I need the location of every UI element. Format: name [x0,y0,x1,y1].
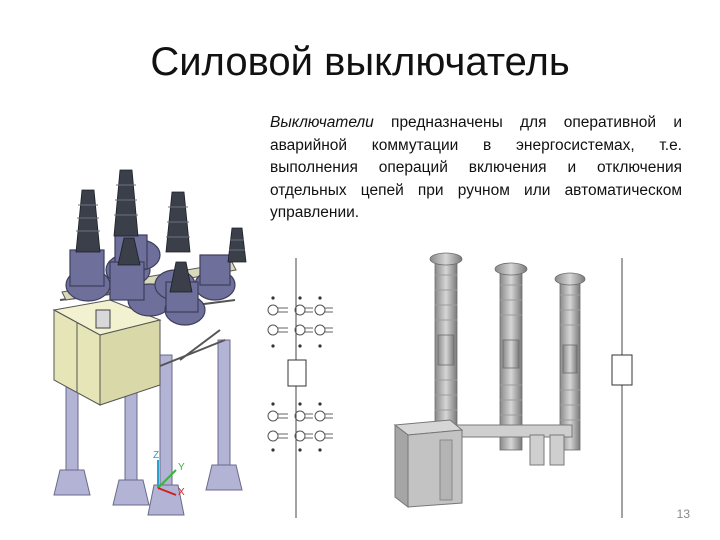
axes-gizmo: Z Y X [153,450,185,498]
photo-base-frame [451,424,573,466]
page-number: 13 [676,507,690,521]
photo-cabinet [393,419,464,509]
control-cabinet [52,299,162,406]
description-emphasis: Выключатели [270,114,374,131]
axis-x-label: X [178,487,185,498]
slide-title: Силовой выключатель [150,40,570,84]
breaker-schematic-symbol-right [611,258,633,518]
description-text: Выключатели предназначены для оперативно… [270,112,682,225]
photo-column-sheds [435,274,580,426]
insulator-sheds [76,184,245,251]
breaker-schematic-symbol-left [267,258,333,518]
description-body: предназначены для оперативной и аварийно… [270,114,682,221]
axis-y-label: Y [178,462,185,473]
axis-z-label: Z [153,450,159,461]
breaker-photo [393,252,586,509]
